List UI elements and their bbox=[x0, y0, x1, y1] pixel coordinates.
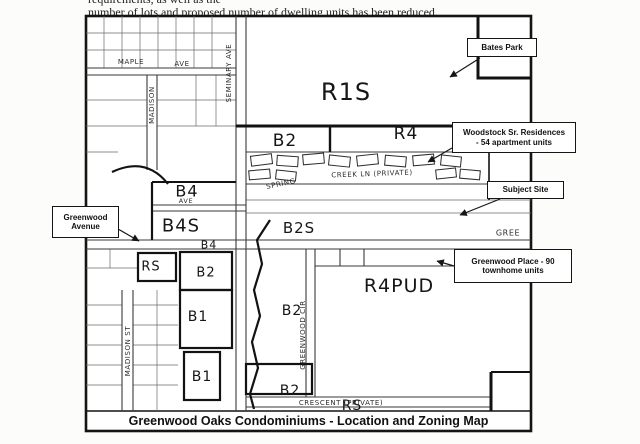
street-label-seminary-ave: SEMINARY AVE bbox=[225, 43, 233, 103]
callout-greenwood-avenue-line2: Avenue bbox=[71, 222, 100, 231]
intro-line: number of lots and proposed number of dw… bbox=[88, 5, 438, 18]
street-grid bbox=[86, 16, 531, 411]
callout-woodstock-line2: - 54 apartment units bbox=[475, 137, 552, 147]
street-label-madison: MADISON bbox=[148, 86, 156, 124]
callout-greenwood-avenue: Greenwood Avenue bbox=[52, 206, 119, 238]
street-label-ave: AVE bbox=[178, 197, 194, 205]
zone-label-b2-south: B2 bbox=[279, 383, 301, 399]
map-caption: Greenwood Oaks Condominiums - Location a… bbox=[128, 414, 489, 428]
zone-label-rs-west: RS bbox=[141, 259, 161, 275]
zone-label-b4s: B4S bbox=[161, 215, 201, 237]
zone-label-b2s: B2S bbox=[282, 219, 316, 237]
intro-line-clipped: requirements, as well as the bbox=[88, 0, 558, 6]
zone-label-b4-small: B4 bbox=[200, 238, 218, 252]
zone-label-b2-mid: B2 bbox=[196, 265, 216, 281]
zone-label-b2-central: B2 bbox=[281, 303, 303, 319]
street-label-greenwood-cir: GREENWOOD CIR bbox=[299, 300, 307, 370]
zone-label-b1-upper: B1 bbox=[187, 309, 209, 325]
callout-subject-site-text: Subject Site bbox=[502, 185, 549, 195]
street-label-madison-st: MADISON ST bbox=[124, 325, 132, 377]
callout-subject-site: Subject Site bbox=[487, 181, 564, 199]
callout-woodstock-sr-residences: Woodstock Sr. Residences - 54 apartment … bbox=[452, 122, 576, 153]
zone-label-r1s: R1S bbox=[320, 78, 372, 106]
zone-label-b4: B4 bbox=[175, 181, 199, 201]
callout-arrows bbox=[117, 57, 501, 267]
zone-label-rs-south: RS bbox=[341, 398, 363, 414]
zone-label-b1-lower: B1 bbox=[191, 369, 213, 385]
callout-woodstock-line1: Woodstock Sr. Residences bbox=[462, 128, 566, 137]
callout-greenwood-place: Greenwood Place - 90 townhome units bbox=[454, 249, 572, 283]
map-border bbox=[84, 14, 533, 433]
street-label-maple-ave: AVE bbox=[174, 60, 190, 68]
callout-bates-park: Bates Park bbox=[467, 38, 537, 57]
callout-bates-park-text: Bates Park bbox=[481, 42, 523, 52]
zone-label-r4: R4 bbox=[393, 124, 419, 144]
street-label-maple: MAPLE bbox=[117, 58, 145, 66]
zone-label-r4pud: R4PUD bbox=[363, 275, 435, 297]
callout-greenwood-place-line1: Greenwood Place - 90 bbox=[471, 256, 555, 266]
street-label-crescent-private: CRESCENT (PRIVATE) bbox=[298, 399, 384, 407]
street-label-greenwood-partial: GREE bbox=[495, 228, 521, 238]
zone-label-b2-north: B2 bbox=[272, 131, 298, 151]
callout-greenwood-place-line2: townhome units bbox=[482, 266, 544, 275]
intro-paragraph: requirements, as well as the number of l… bbox=[88, 0, 558, 17]
callout-greenwood-avenue-line1: Greenwood bbox=[63, 212, 108, 222]
